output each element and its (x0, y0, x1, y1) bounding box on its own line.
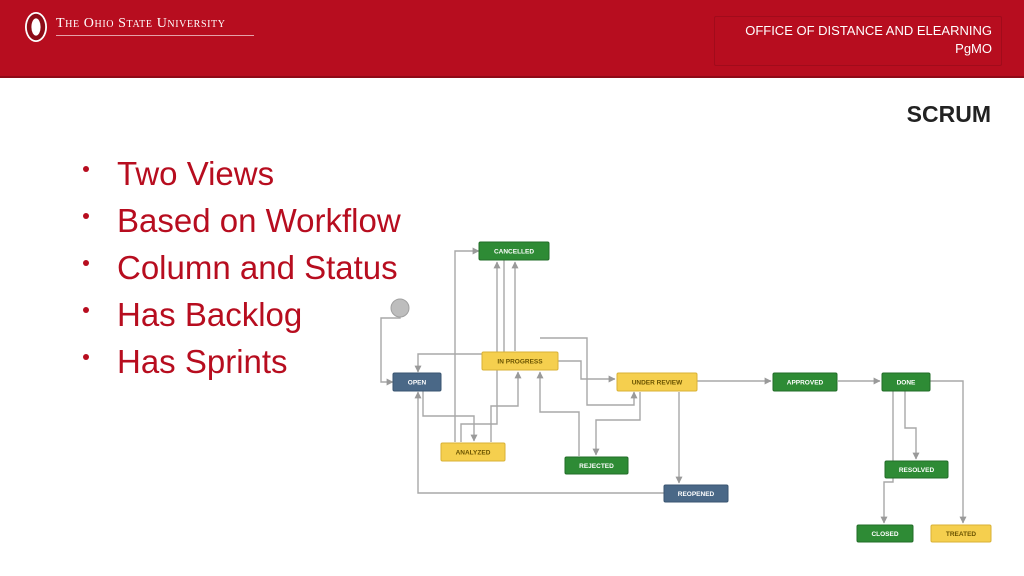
under-review-node-label: UNDER REVIEW (632, 380, 683, 387)
analyzed-node-box (440, 442, 506, 462)
approved-node-label: APPROVED (787, 380, 824, 387)
transition-done-treated (930, 380, 967, 524)
transition-open-cancelled (454, 247, 480, 442)
bullet-dot-icon (83, 166, 89, 172)
workflow-node-reopened[interactable]: REOPENED (663, 484, 729, 503)
block-o-icon (25, 12, 47, 42)
office-name: OFFICE OF DISTANCE AND ELEARNING (745, 23, 992, 38)
workflow-diagram-svg: OPEN CANCELLED IN PROGRESS UNDER REVIEW … (380, 241, 992, 543)
start-node (390, 298, 410, 318)
closed-node-label: CLOSED (871, 531, 898, 538)
workflow-node-analyzed[interactable]: ANALYZED (440, 442, 506, 462)
bullet-text: Column and Status (117, 249, 398, 286)
closed-node-box (856, 524, 914, 543)
bullet-text: Two Views (117, 155, 275, 192)
workflow-node-approved[interactable]: APPROVED (772, 372, 838, 392)
workflow-diagram: OPEN CANCELLED IN PROGRESS UNDER REVIEW … (370, 236, 1000, 552)
university-name: The Ohio State University (56, 16, 226, 31)
office-box: OFFICE OF DISTANCE AND ELEARNING PgMO (714, 16, 1002, 66)
bullet-dot-icon (83, 354, 89, 360)
workflow-node-resolved[interactable]: RESOLVED (884, 460, 949, 479)
bullet-text: Has Sprints (117, 343, 288, 380)
reopened-node-label: REOPENED (678, 491, 715, 498)
transition-lines (380, 247, 967, 524)
header-bar: The Ohio State University OFFICE OF DIST… (0, 0, 1024, 78)
bullet-dot-icon (83, 213, 89, 219)
rejected-node-box (564, 456, 629, 475)
office-unit: PgMO (955, 41, 992, 56)
done-node-box (881, 372, 931, 392)
transition-underreview-rejected (592, 392, 641, 456)
slide-title: SCRUM (906, 101, 991, 127)
cancelled-node-box (478, 241, 550, 261)
transition-done-resolved (904, 391, 920, 460)
approved-node-box (772, 372, 838, 392)
rejected-node-label: REJECTED (579, 463, 614, 470)
transition-analyzed-cancelled (460, 261, 501, 442)
workflow-node-done[interactable]: DONE (881, 372, 931, 392)
transition-cancelled-underreview (540, 337, 638, 406)
workflow-node-in-progress[interactable]: IN PROGRESS (481, 351, 559, 371)
bullet-text: Has Backlog (117, 296, 303, 333)
workflow-node-open[interactable]: OPEN (392, 372, 442, 392)
transition-reopened-open (414, 391, 664, 494)
in-progress-node-box (481, 351, 559, 371)
logo-underline (56, 35, 254, 36)
resolved-node-label: RESOLVED (899, 467, 935, 474)
transition-cancelled-open (414, 260, 505, 373)
open-node-box (392, 372, 442, 392)
bullet-dot-icon (83, 307, 89, 313)
workflow-node-under-review[interactable]: UNDER REVIEW (616, 372, 698, 392)
workflow-node-treated[interactable]: TREATED (930, 524, 992, 543)
bullet-dot-icon (83, 260, 89, 266)
transition-start-open (380, 317, 401, 386)
open-node-label: OPEN (408, 380, 427, 387)
done-node-label: DONE (897, 380, 916, 387)
workflow-node-cancelled[interactable]: CANCELLED (478, 241, 550, 261)
under-review-node-box (616, 372, 698, 392)
workflow-node-closed[interactable]: CLOSED (856, 524, 914, 543)
transition-done-closed (880, 391, 894, 524)
transition-analyzed-inprogress (490, 371, 522, 442)
bullet-text: Based on Workflow (117, 202, 401, 239)
workflow-node-rejected[interactable]: REJECTED (564, 456, 629, 475)
reopened-node-box (663, 484, 729, 503)
in-progress-node-label: IN PROGRESS (497, 359, 543, 366)
transition-inprogress-underreview (558, 360, 616, 383)
resolved-node-box (884, 460, 949, 479)
cancelled-node-label: CANCELLED (494, 249, 534, 256)
transition-rejected-inprogress (536, 371, 580, 456)
transition-open-analyzed (422, 391, 478, 442)
treated-node-label: TREATED (946, 531, 977, 538)
analyzed-node-label: ANALYZED (456, 450, 491, 457)
treated-node-box (930, 524, 992, 543)
